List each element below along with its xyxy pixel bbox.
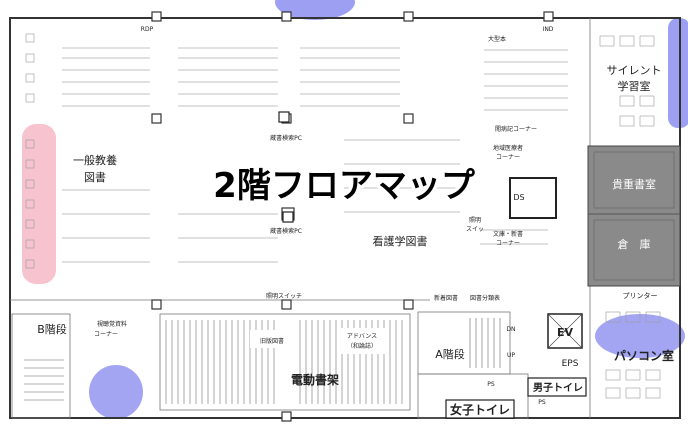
pink-highlight-zone — [22, 124, 56, 284]
shelves-nursing — [300, 47, 568, 245]
column — [281, 299, 292, 310]
column — [403, 11, 414, 22]
column — [281, 11, 292, 22]
label-ds: DS — [513, 193, 524, 202]
label-eps: EPS — [562, 359, 579, 369]
pc-room-desks — [605, 311, 661, 399]
column — [543, 11, 554, 22]
label-advanced-sub: （和論誌） — [347, 342, 377, 350]
column — [403, 113, 414, 124]
label-silent-study-1: サイレント — [607, 64, 662, 77]
label-search-pc-2: 蔵書検索PC — [270, 227, 302, 235]
silent-study-desks — [599, 35, 655, 127]
label-lighting-switch-2: スイッ — [466, 226, 484, 233]
blue-highlight-pc-room — [595, 314, 685, 358]
label-ps-2: PS — [538, 399, 546, 406]
label-general-education-2: 図書 — [84, 170, 106, 184]
label-new-books: 新着図書 — [434, 294, 458, 302]
label-book-class: 図書分類表 — [470, 294, 500, 302]
label-av-corner: コーナー — [94, 331, 118, 338]
label-computer-room: パソコン室 — [614, 348, 674, 363]
label-advanced: アドバンス — [347, 333, 377, 340]
label-av-materials: 視聴覚資料 — [97, 320, 127, 328]
label-lighting-switch-1: 照明 — [469, 217, 481, 224]
label-paperback-corner: コーナー — [496, 240, 520, 247]
label-old-journals: 旧版図書 — [260, 337, 284, 345]
label-dn: DN — [506, 326, 515, 333]
restricted-rooms — [587, 145, 681, 287]
label-paperback: 文庫・新書 — [493, 230, 523, 238]
label-large-books: 大型本 — [488, 35, 506, 43]
label-stairs-a: A階段 — [435, 347, 465, 361]
label-regional-corner: コーナー — [496, 154, 520, 161]
label-womens-toilet: 女子トイレ — [450, 402, 510, 417]
shelves-general — [25, 33, 278, 269]
label-ps-1: PS — [487, 381, 495, 388]
label-rdp: RDP — [141, 26, 154, 33]
label-ind: IND — [543, 26, 554, 33]
label-lighting-switch-main: 照明スイッチ — [266, 293, 302, 300]
column — [403, 299, 414, 310]
electric-shelves-area — [159, 313, 411, 411]
label-electric-shelves: 電動書架 — [291, 372, 339, 387]
blue-highlight-right — [668, 18, 688, 128]
search-pc-icon — [278, 111, 290, 123]
stairs-b-area — [11, 313, 71, 419]
blue-highlight-top — [275, 0, 355, 20]
rare-books-room — [587, 145, 681, 287]
highlight-zones — [22, 0, 688, 419]
stairs-a-area — [417, 311, 587, 419]
room-labels: 一般教養 図書 看護学図書 サイレント 学習室 貴重書室 倉 庫 B階段 A階段… — [37, 64, 674, 417]
search-pc-icons — [278, 111, 294, 223]
label-elevator: EV — [557, 326, 574, 339]
label-rare-books: 貴重書室 — [612, 177, 656, 191]
label-mens-toilet: 男子トイレ — [533, 382, 583, 394]
label-nursing: 看護学図書 — [373, 234, 428, 248]
label-printer: プリンター — [623, 291, 658, 300]
column — [151, 113, 162, 124]
column — [281, 411, 292, 422]
label-up: UP — [507, 352, 515, 359]
column — [151, 11, 162, 22]
label-reading-corner: 閲病記コーナー — [495, 125, 537, 133]
label-general-education-1: 一般教養 — [73, 153, 117, 167]
label-silent-study-2: 学習室 — [618, 79, 651, 93]
label-search-pc-1: 蔵書検索PC — [270, 134, 302, 142]
label-regional-medical: 地域医療者 — [493, 144, 523, 152]
label-stairs-b: B階段 — [37, 322, 67, 336]
blue-highlight-stairs-b — [89, 365, 143, 419]
column — [151, 299, 162, 310]
search-pc-icon — [282, 211, 294, 223]
central-ds-box — [509, 177, 557, 219]
map-title: 2階フロアマップ — [213, 166, 475, 206]
label-warehouse: 倉 庫 — [618, 237, 651, 251]
small-labels: 大型本 蔵書検索PC 蔵書検索PC 閲病記コーナー 地域医療者 コーナー 照明 … — [94, 26, 658, 406]
